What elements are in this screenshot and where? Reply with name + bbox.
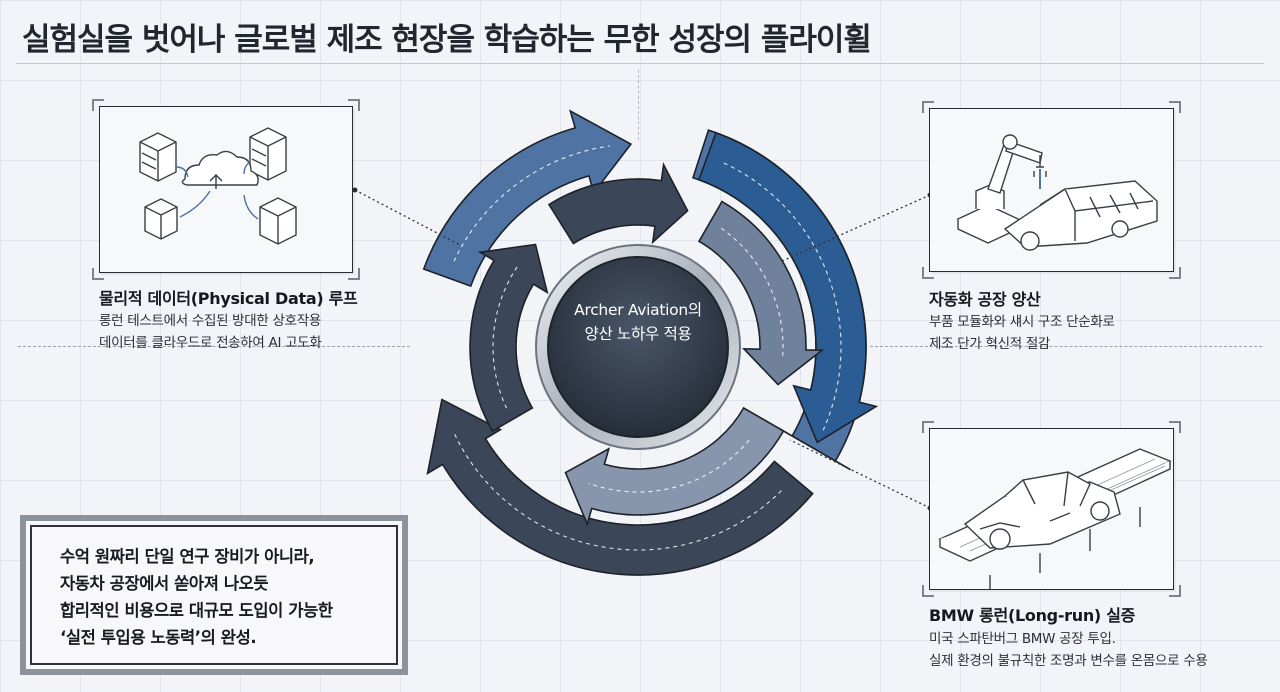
middle-ring-arrow-left (469, 243, 549, 433)
factory-production-panel (922, 101, 1181, 279)
quote-line-3: 합리적인 비용으로 대규모 도입이 가능한 (60, 601, 333, 620)
title-divider (16, 63, 1264, 64)
middle-dash-left (492, 263, 520, 409)
guide-line-right (870, 346, 1262, 347)
quote-line-2: 자동차 공장에서 쏟아져 나오듯 (60, 574, 269, 593)
hub-core (547, 256, 729, 438)
outer-ring-arrow-right (697, 131, 879, 444)
connector-line-bottom-right (789, 439, 931, 509)
bmw-longrun-panel (922, 421, 1181, 597)
hub-label-line-1: Archer Aviation의 (574, 301, 702, 319)
outer-ring-arrow-top (422, 109, 633, 288)
physical-data-desc-line-1: 롱런 테스트에서 수집된 방대한 상호작용 (99, 313, 322, 329)
connector-line-top-left (354, 189, 461, 246)
quote-inner-frame (30, 525, 398, 665)
physical-data-desc-line-2: 데이터를 클라우드로 전송하여 AI 고도화 (99, 335, 322, 351)
middle-ring-arrow-right (697, 200, 825, 386)
outer-ring-arrow-bottom (426, 398, 814, 576)
page-title: 실험실을 벗어나 글로벌 제조 현장을 학습하는 무한 성장의 플라이휠 (22, 22, 872, 58)
quote-text: 수억 원짜리 단일 연구 장비가 아니라, 자동차 공장에서 쏟아져 나오듯 합… (60, 543, 333, 651)
factory-production-title: 자동화 공장 양산 (929, 290, 1041, 309)
server-cloud-network-icon (139, 127, 297, 245)
quote-line-4: ‘실전 투입용 노동력’의 완성. (60, 628, 257, 647)
robot-arm-car-assembly-icon (956, 134, 1158, 251)
bmw-longrun-desc-line-1: 미국 스파탄버그 BMW 공장 투입. (929, 631, 1116, 647)
bmw-longrun-desc-line-2: 실제 환경의 불규칙한 조명과 변수를 온몸으로 수용 (929, 653, 1208, 669)
factory-production-desc-line-1: 부품 모듈화와 섀시 구조 단순화로 (929, 314, 1115, 330)
flywheel-hub-label: Archer Aviation의 양산 노하우 적용 (540, 298, 736, 346)
hub-label-line-2: 양산 노하우 적용 (584, 325, 692, 343)
summary-quote-box: 수억 원짜리 단일 연구 장비가 아니라, 자동차 공장에서 쏟아져 나오듯 합… (20, 515, 408, 675)
guide-line-left (18, 346, 410, 347)
outer-dash-right (723, 162, 842, 434)
conveyor-car-icon (938, 448, 1172, 589)
middle-ring-arrow-top (547, 162, 689, 245)
middle-ring-arrow-bottom (564, 406, 785, 527)
quote-line-1: 수억 원짜리 단일 연구 장비가 아니라, (60, 547, 315, 566)
bmw-longrun-title: BMW 롱런(Long-run) 실증 (929, 606, 1136, 625)
hub-rim (535, 244, 741, 450)
connector-line-top-right (779, 194, 931, 263)
outer-dash-top (453, 145, 610, 262)
factory-production-desc-line-2: 제조 단가 혁신적 절감 (929, 336, 1051, 352)
physical-data-title: 물리적 데이터(Physical Data) 루프 (99, 289, 358, 308)
physical-data-panel (92, 99, 360, 280)
guide-line-vertical (638, 70, 639, 140)
middle-dash-bottom (588, 439, 750, 493)
connector-lines (352, 187, 933, 511)
outer-dash-bottom (453, 432, 782, 551)
